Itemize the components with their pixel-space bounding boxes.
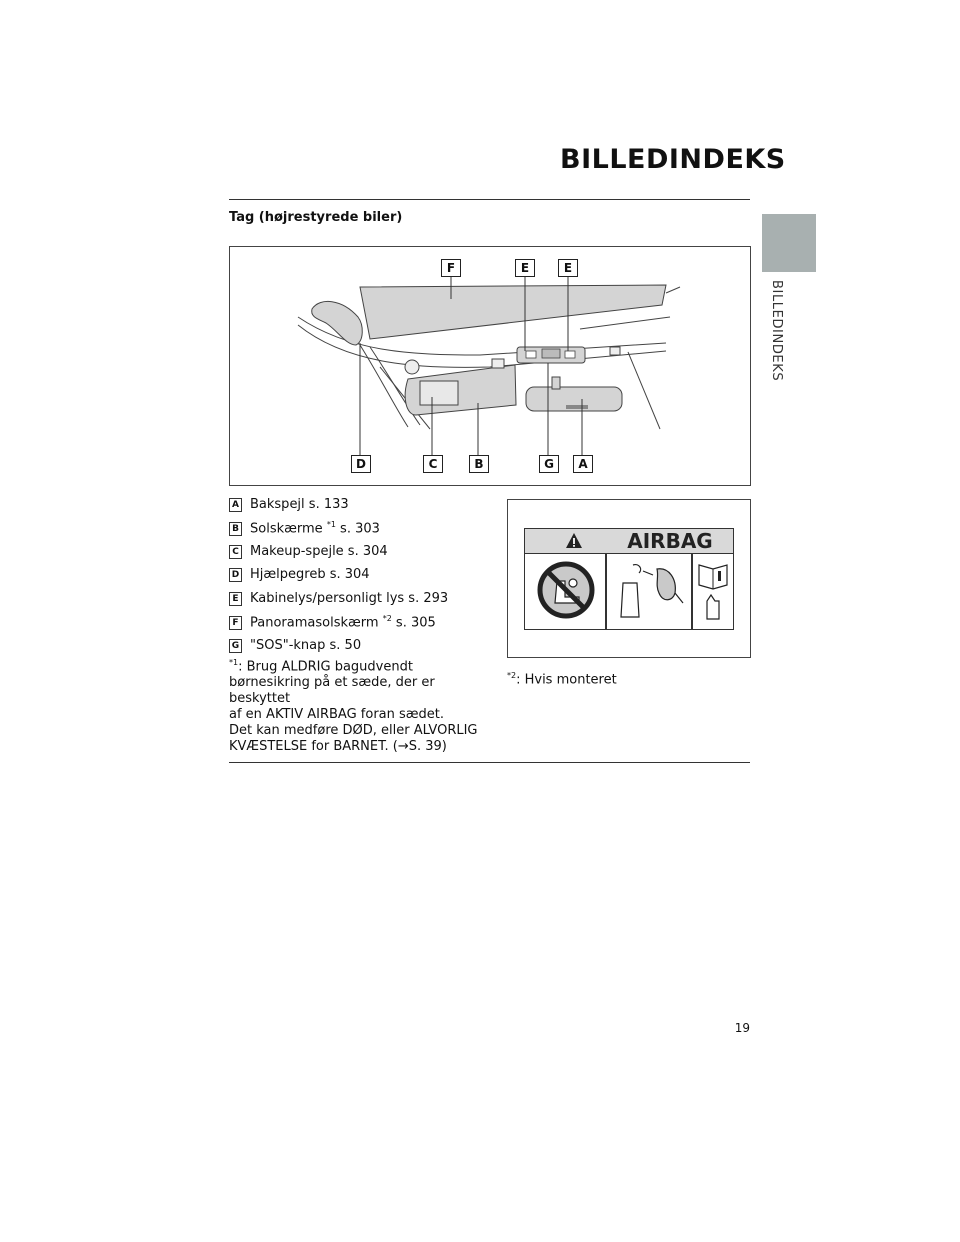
callout-g: G [539, 455, 559, 473]
legend-sup: *2 [382, 614, 392, 623]
legend-key: B [229, 522, 242, 537]
callout-a: A [573, 455, 593, 473]
legend-item-f: F Panoramasolskærm *2 s. 305 [229, 614, 436, 631]
chapter-tab-label: BILLEDINDEKS [762, 280, 786, 400]
footnote-2-mark: *2 [507, 671, 517, 680]
label-divider-2 [691, 554, 693, 629]
legend-item-b: B Solskærme *1 s. 303 [229, 520, 380, 537]
legend-text: "SOS"-knap s. 50 [250, 638, 362, 653]
legend-sup: *1 [326, 520, 336, 529]
footnote-2: *2: Hvis monteret [507, 668, 747, 688]
footer-rule [229, 762, 750, 763]
callout-d: D [351, 455, 371, 473]
legend-item-d: D Hjælpegreb s. 304 [229, 567, 370, 582]
legend-text: Panoramasolskærm [250, 615, 379, 631]
legend-text: Solskærme [250, 521, 323, 537]
legend-key: G [229, 639, 242, 653]
footnote-2-text: : Hvis monteret [516, 672, 617, 688]
legend-item-c: C Makeup-spejle s. 304 [229, 544, 388, 559]
no-rear-facing-child-seat-icon [535, 559, 597, 625]
chapter-tab[interactable] [762, 214, 816, 272]
legend-key: E [229, 592, 242, 606]
legend-item-e: E Kabinelys/personligt lys s. 293 [229, 591, 448, 606]
legend-text: Makeup-spejle s. 304 [250, 544, 388, 559]
footnote-1-line: børnesikring på et sæde, der er beskytte… [229, 675, 435, 707]
footnote-1-line: KVÆSTELSE for BARNET. (→S. 39) [229, 739, 447, 755]
footnote-1-line: af en AKTIV AIRBAG foran sædet. [229, 707, 445, 723]
legend-key: D [229, 568, 242, 582]
callout-e2: E [558, 259, 578, 277]
roof-illustration: F E E D C B G A [229, 246, 751, 486]
page-header-title: BILLEDINDEKS [560, 144, 786, 175]
legend-key: F [229, 616, 242, 631]
header-rule [229, 199, 750, 200]
label-divider-1 [605, 554, 607, 629]
footnote-1-line: Det kan medføre DØD, eller ALVORLIG [229, 723, 478, 739]
callout-e1: E [515, 259, 535, 277]
warning-triangle-icon [565, 532, 583, 553]
legend-text: Kabinelys/personligt lys s. 293 [250, 591, 449, 606]
legend-key: C [229, 545, 242, 559]
airbag-warning-label: AIRBAG [507, 499, 751, 658]
legend-item-a: A Bakspejl s. 133 [229, 497, 349, 512]
airbag-label-frame: AIRBAG [524, 528, 734, 630]
callout-f: F [441, 259, 461, 277]
section-heading: Tag (højrestyrede biler) [229, 210, 403, 225]
legend-text: Bakspejl s. 133 [250, 497, 349, 512]
callout-b: B [469, 455, 489, 473]
footnote-1-line: : Brug ALDRIG bagudvendt [238, 659, 413, 675]
callout-c: C [423, 455, 443, 473]
footnote-1: *1: Brug ALDRIG bagudvendt børnesikring … [229, 655, 499, 755]
airbag-label-title: AIRBAG [627, 529, 713, 553]
footnote-1-mark: *1 [229, 658, 239, 667]
page-number: 19 [734, 1021, 750, 1035]
read-manual-icon [697, 561, 729, 627]
airbag-deploy-icon [613, 559, 687, 625]
legend-text: Hjælpegreb s. 304 [250, 567, 370, 582]
chapter-tab-text: BILLEDINDEKS [769, 280, 784, 382]
legend-ref: s. 305 [395, 615, 436, 631]
legend-key: A [229, 498, 242, 512]
roof-illustration-svg [297, 275, 681, 455]
legend-ref: s. 303 [340, 521, 380, 537]
airbag-label-header [525, 529, 733, 554]
legend-item-g: G "SOS"-knap s. 50 [229, 638, 361, 653]
